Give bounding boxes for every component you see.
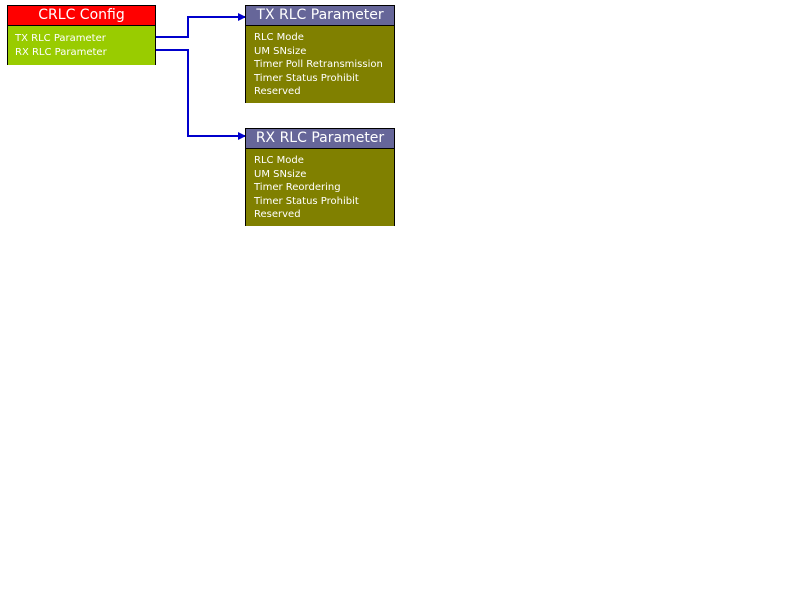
rx-rlc-parameter-node[interactable]: RX RLC Parameter RLC Mode UM SNsize Time… bbox=[245, 128, 395, 226]
tx-field-um-snsize: UM SNsize bbox=[254, 45, 307, 57]
crlc-config-fields: TX RLC Parameter RX RLC Parameter bbox=[8, 26, 155, 65]
tx-rlc-parameter-title: TX RLC Parameter bbox=[246, 6, 394, 26]
tx-rlc-parameter-node[interactable]: TX RLC Parameter RLC Mode UM SNsize Time… bbox=[245, 5, 395, 103]
tx-field-rlc-mode: RLC Mode bbox=[254, 32, 304, 43]
rx-field-rlc-mode: RLC Mode bbox=[254, 155, 304, 166]
crlc-config-title: CRLC Config bbox=[8, 6, 155, 26]
rx-field-timer-status-prohibit: Timer Status Prohibit bbox=[254, 195, 359, 207]
rx-rlc-parameter-title: RX RLC Parameter bbox=[246, 129, 394, 149]
crlc-field-tx: TX RLC Parameter bbox=[15, 33, 106, 44]
tx-field-reserved: Reserved bbox=[254, 86, 301, 98]
tx-rlc-parameter-fields: RLC Mode UM SNsize Timer Poll Retransmis… bbox=[246, 26, 394, 103]
rx-field-um-snsize: UM SNsize bbox=[254, 168, 307, 180]
crlc-field-rx: RX RLC Parameter bbox=[15, 46, 107, 58]
rx-field-reserved: Reserved bbox=[254, 209, 301, 221]
tx-field-timer-poll-retransmission: Timer Poll Retransmission bbox=[254, 59, 383, 71]
tx-field-timer-status-prohibit: Timer Status Prohibit bbox=[254, 72, 359, 84]
rx-field-timer-reordering: Timer Reordering bbox=[254, 182, 341, 194]
rx-rlc-parameter-fields: RLC Mode UM SNsize Timer Reordering Time… bbox=[246, 149, 394, 226]
crlc-config-node[interactable]: CRLC Config TX RLC Parameter RX RLC Para… bbox=[7, 5, 156, 65]
